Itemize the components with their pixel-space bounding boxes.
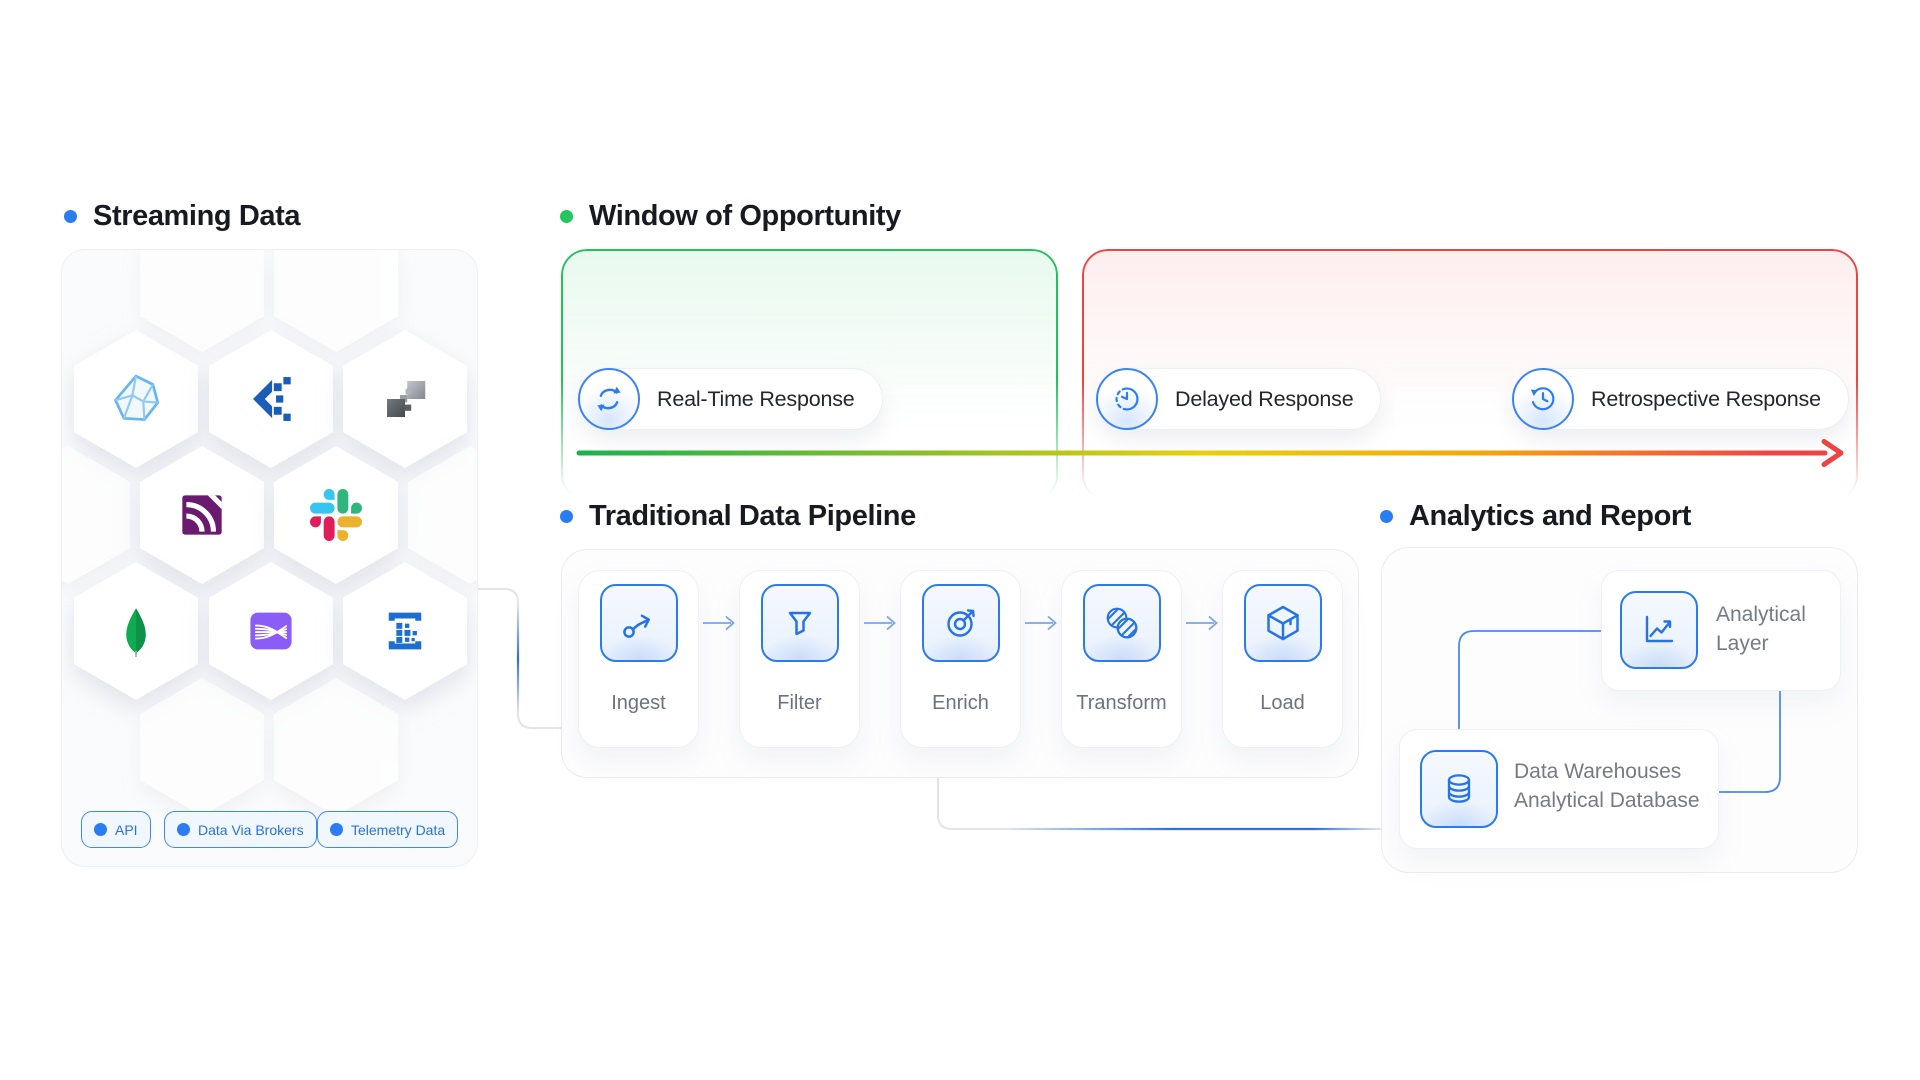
streaming-section-title: Streaming Data <box>64 200 301 233</box>
mongodb-logo <box>126 608 146 657</box>
step-arrow-icon <box>864 615 896 631</box>
feed-arcs-logo <box>182 495 222 535</box>
section-title-text: Streaming Data <box>93 200 301 232</box>
section-title-text: Analytics and Report <box>1409 500 1692 532</box>
pixel-chevron-logo <box>253 377 291 421</box>
hexagon-cell <box>140 678 264 816</box>
tag-label: API <box>115 821 138 838</box>
database-icon <box>1420 750 1498 828</box>
step-arrow-icon <box>1025 615 1057 631</box>
pill-label: Retrospective Response <box>1591 386 1821 411</box>
pill-label: Delayed Response <box>1175 386 1354 411</box>
hexagon-cell <box>62 446 130 584</box>
node-label: Data Warehouses Analytical Database <box>1514 758 1700 816</box>
analytics-section-title: Analytics and Report <box>1380 500 1691 533</box>
blue-bullet-icon <box>64 210 77 223</box>
hexagon-cell <box>274 678 398 816</box>
pill-label: Real-Time Response <box>657 386 855 411</box>
node-label: Analytical Layer <box>1716 603 1806 655</box>
pixel-squares-logo <box>387 381 426 417</box>
ingest-icon <box>599 584 678 662</box>
section-title-text: Traditional Data Pipeline <box>589 500 916 532</box>
tag-label: Data Via Brokers <box>198 821 304 838</box>
hexagon-cell <box>74 330 198 468</box>
pipeline-section-title: Traditional Data Pipeline <box>560 500 916 533</box>
load-icon <box>1243 584 1322 662</box>
node-label-line2: Analytical Database <box>1514 788 1700 812</box>
blue-dot-icon <box>177 823 190 836</box>
enrich-icon <box>921 584 1000 662</box>
green-bullet-icon <box>560 210 573 223</box>
tag-pill-telemetry-data: Telemetry Data <box>317 811 459 848</box>
step-label: Ingest <box>611 692 666 714</box>
blue-dot-icon <box>330 823 343 836</box>
blue-bullet-icon <box>1380 510 1393 523</box>
pixel-brackets-logo <box>388 612 422 650</box>
step-label: Filter <box>777 692 822 714</box>
step-label: Load <box>1260 692 1305 714</box>
blue-dot-icon <box>94 823 107 836</box>
step-label: Enrich <box>932 692 989 714</box>
filter-icon <box>760 584 839 662</box>
hexagon-cell <box>274 250 398 352</box>
time-gradient-arrow <box>576 439 1844 467</box>
window-section-title: Window of Opportunity <box>560 200 901 233</box>
chart-line-icon <box>1620 591 1698 669</box>
tag-label: Telemetry Data <box>351 821 446 838</box>
hexagon-cell <box>408 446 477 584</box>
realtime-response-pill: Real-Time Response <box>578 368 883 430</box>
node-label-line1: Data Warehouses <box>1514 760 1682 783</box>
hexagon-cell <box>140 250 264 352</box>
tag-pill-data-via-brokers: Data Via Brokers <box>164 811 317 848</box>
transform-icon <box>1082 584 1161 662</box>
step-arrow-icon <box>703 615 735 631</box>
streaming-data-panel <box>61 249 478 867</box>
hexagon-cell <box>274 446 398 584</box>
hexagon-cell <box>209 562 333 700</box>
polyhedron-wireframe-logo <box>114 374 160 421</box>
hexagon-cell <box>343 330 467 468</box>
streams-logo <box>250 612 292 650</box>
step-arrow-icon <box>1186 615 1218 631</box>
section-title-text: Window of Opportunity <box>589 200 901 232</box>
hexagon-cell <box>209 330 333 468</box>
clock-dashed-icon <box>1096 368 1158 430</box>
step-label: Transform <box>1076 692 1167 714</box>
hexagon-cell <box>140 446 264 584</box>
hexagon-cell <box>343 562 467 700</box>
hexagon-cell <box>74 562 198 700</box>
retrospective-response-pill: Retrospective Response <box>1512 368 1849 430</box>
delayed-response-pill: Delayed Response <box>1096 368 1382 430</box>
tag-pill-api: API <box>81 811 151 848</box>
blue-bullet-icon <box>560 510 573 523</box>
sync-icon <box>578 368 640 430</box>
slack-logo <box>310 489 362 541</box>
history-icon <box>1512 368 1574 430</box>
